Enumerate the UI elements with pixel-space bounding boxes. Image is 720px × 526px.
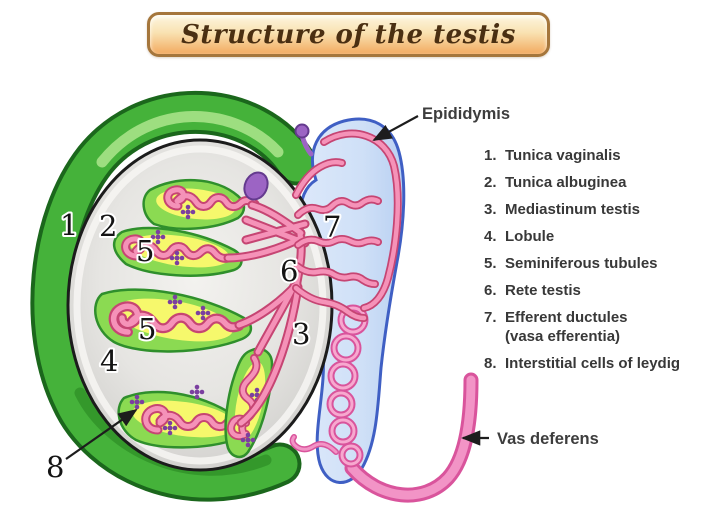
legend-num: 1. xyxy=(484,147,497,164)
label-2: 2 xyxy=(99,209,117,243)
legend-item: 8. Interstitial cells of leydig xyxy=(484,354,716,373)
lobule-4 xyxy=(117,390,247,449)
legend-label: Tunica vaginalis xyxy=(505,147,621,164)
legend-label: Mediastinum testis xyxy=(505,201,641,218)
label-4: 4 xyxy=(100,344,118,378)
epididymis-arrow xyxy=(372,115,419,141)
page-title: Structure of the testis xyxy=(181,19,516,50)
title-banner: Structure of the testis xyxy=(147,12,550,57)
label-1: 1 xyxy=(60,208,78,242)
epididymis-coils xyxy=(289,304,369,468)
label-8: 8 xyxy=(46,450,64,484)
legend-label: Efferent ductules xyxy=(505,309,628,326)
legend-label: Rete testis xyxy=(505,282,581,299)
legend-list: 1. Tunica vaginalis 2. Tunica albuginea … xyxy=(484,146,716,381)
legend-item: 1. Tunica vaginalis xyxy=(484,146,716,165)
label-5a: 5 xyxy=(136,234,154,268)
label-7: 7 xyxy=(323,210,341,244)
epididymis-label: Epididymis xyxy=(422,105,510,123)
vas-deferens-tube xyxy=(344,372,479,503)
label-6: 6 xyxy=(280,254,298,288)
vas-deferens-label: Vas deferens xyxy=(497,430,599,448)
legend-item: 4. Lobule xyxy=(484,227,716,246)
legend-label: Lobule xyxy=(505,228,555,245)
label-3: 3 xyxy=(292,317,310,351)
legend-item: 7. Efferent ductules (vasa efferentia) xyxy=(484,308,716,354)
label-5b: 5 xyxy=(138,312,156,346)
legend-num: 5. xyxy=(484,255,497,272)
legend-item: 3. Mediastinum testis xyxy=(484,200,716,219)
legend-num: 8. xyxy=(484,355,497,372)
efferent-ductules xyxy=(292,129,402,322)
legend-num: 6. xyxy=(484,282,497,299)
legend-label: Interstitial cells of leydig xyxy=(505,355,681,372)
callout-labels: Epididymis Vas deferens xyxy=(372,105,599,448)
lobule-1 xyxy=(142,179,260,231)
label-8-arrow xyxy=(65,408,138,460)
legend-label-line2: (vasa efferentia) xyxy=(505,328,621,345)
legend-item: 2. Tunica albuginea xyxy=(484,173,716,192)
lobules xyxy=(94,179,274,459)
appendix-structures xyxy=(243,123,314,201)
legend-num: 2. xyxy=(484,174,497,191)
legend-item: 5. Seminiferous tubules xyxy=(484,254,716,273)
legend-item: 6. Rete testis xyxy=(484,281,716,300)
tunica-vaginalis-band xyxy=(30,90,318,502)
legend-label: Seminiferous tubules xyxy=(505,255,658,272)
legend-num: 4. xyxy=(484,228,497,245)
figure-numbers: 1 2 3 4 5 5 6 7 8 xyxy=(44,206,343,486)
legend-num: 3. xyxy=(484,201,497,218)
rete-testis xyxy=(223,200,310,428)
legend-num: 7. xyxy=(484,309,497,326)
legend-label: Tunica albuginea xyxy=(505,174,627,191)
